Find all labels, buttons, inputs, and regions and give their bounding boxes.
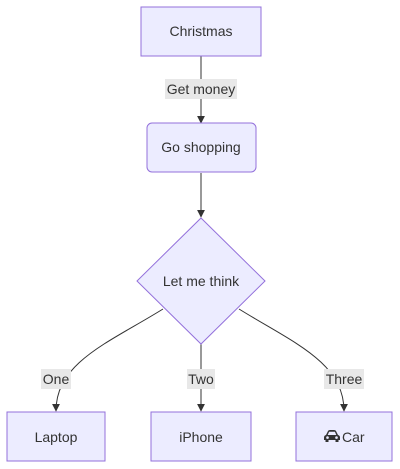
node-let-me-think-label: Let me think <box>163 273 240 289</box>
node-iphone[interactable]: iPhone <box>150 411 252 462</box>
node-laptop-label: Laptop <box>35 429 78 445</box>
edge-decision-to-laptop <box>52 308 164 412</box>
node-laptop[interactable]: Laptop <box>6 411 106 462</box>
edge-decision-to-car <box>238 308 348 412</box>
edge-label-get-money: Get money <box>165 79 237 99</box>
node-go-shopping-label: Go shopping <box>161 139 240 155</box>
edges <box>52 56 348 412</box>
edge-label-two: Two <box>187 369 215 389</box>
node-car-label: Car <box>342 429 365 445</box>
car-icon <box>324 430 340 442</box>
node-christmas[interactable]: Christmas <box>140 6 262 57</box>
node-go-shopping[interactable]: Go shopping <box>146 122 257 173</box>
edge-label-two-text: Two <box>188 371 214 387</box>
nodes: Christmas Go shopping Let me think Lapto… <box>6 6 393 462</box>
edge-label-one: One <box>41 369 71 389</box>
edge-label-three: Three <box>324 369 364 389</box>
edge-label-three-text: Three <box>326 371 363 387</box>
edge-label-one-text: One <box>43 371 70 387</box>
node-christmas-label: Christmas <box>169 23 232 39</box>
node-let-me-think[interactable]: Let me think <box>136 217 266 345</box>
edge-label-get-money-text: Get money <box>167 81 235 97</box>
node-iphone-label: iPhone <box>179 429 223 445</box>
node-car[interactable]: Car <box>295 411 393 462</box>
edge-labels: Get money One Two Three <box>41 79 364 389</box>
